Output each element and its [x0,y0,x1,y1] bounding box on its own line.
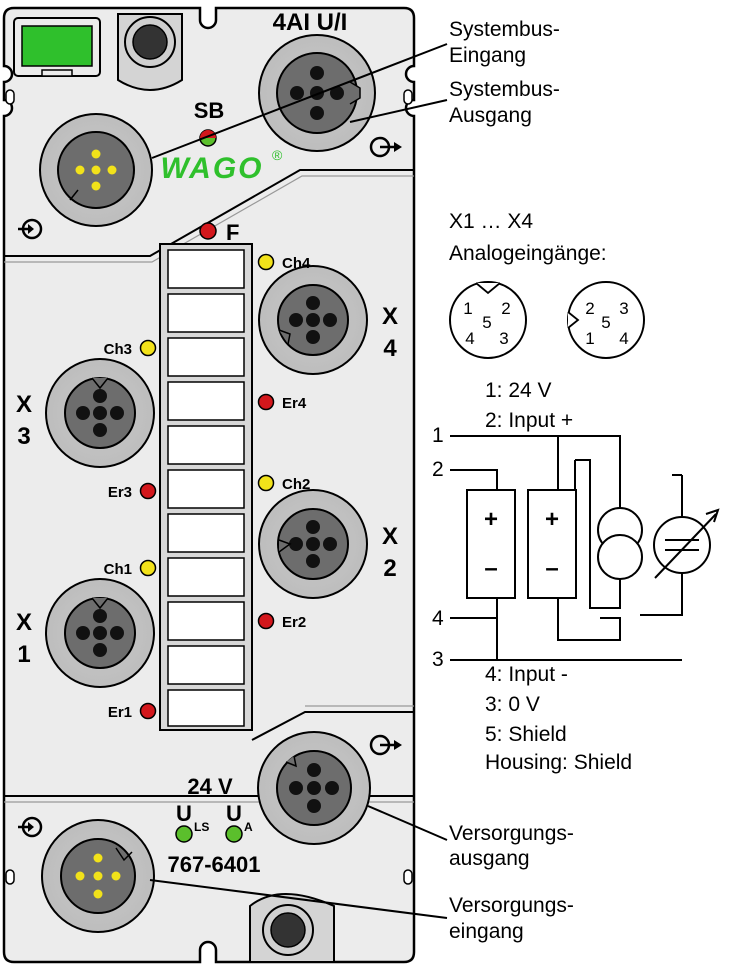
part-number: 767-6401 [168,852,261,877]
ch3-led [139,339,157,357]
x3-number: 3 [17,423,30,450]
supply-out-line2: ausgang [449,847,530,870]
er3-led [139,482,157,500]
x1-connector [45,578,155,688]
registered-mark: ® [272,147,283,163]
male-pin-3: 3 [619,299,628,318]
legend-pin1: 1: 24 V [485,379,552,402]
supply-in-line1: Versorgungs- [449,894,574,917]
er2-led [257,612,275,630]
legend-pin2: 2: Input + [485,409,573,432]
ch4-label: Ch4 [282,255,311,272]
input-box-1: + – [466,489,516,599]
x3-connector [45,358,155,468]
supply-voltage: 24 V [187,774,233,799]
label-plate [13,17,101,77]
legend-housing: Housing: Shield [485,751,632,774]
er2-label: Er2 [282,614,306,631]
supply-input-connector [41,819,155,933]
ua-label: U [226,801,242,826]
wire-number-1: 1 [432,424,444,447]
supply-output-connector [257,731,371,845]
sb-label: SB [194,98,225,123]
pinout-heading-2: Analogeingänge: [449,242,607,265]
x2-number: 2 [383,555,396,582]
female-pin-1: 1 [463,299,472,318]
er1-led [139,702,157,720]
uls-led [175,825,193,843]
supply-out-line1: Versorgungs- [449,822,574,845]
x1-number: 1 [17,641,30,668]
input-box-2-minus: – [545,555,558,582]
input-box-2: + – [527,489,577,599]
legend-pin4: 4: Input - [485,663,568,686]
x1-letter: X [16,609,32,636]
sysbus-in-line2: Eingang [449,44,526,67]
fault-led [199,222,217,240]
ch3-label: Ch3 [104,341,132,358]
x4-connector [258,265,368,375]
x3-letter: X [16,391,32,418]
ch2-label: Ch2 [282,476,310,493]
wago-logo: WAGO ® [161,147,284,185]
male-pinout-diagram: 2 3 5 1 4 [567,281,645,359]
systembus-input-connector [39,113,153,227]
legend-pin5: 5: Shield [485,723,567,746]
module-title: 4AI U/I [273,9,348,36]
callout-lines [149,43,448,919]
sysbus-out-line1: Systembus- [449,78,560,101]
pinout-heading-1: X1 … X4 [449,210,533,233]
female-pin-3: 3 [499,329,508,348]
current-source-icon [597,507,643,580]
male-pin-4: 4 [619,329,628,348]
systembus-output-connector [258,34,376,152]
output-symbol-icon-2 [369,734,402,756]
ch2-led [257,474,275,492]
bottom-mounting-screw [249,893,335,963]
ch1-label: Ch1 [104,561,132,578]
supply-in-line2: eingang [449,920,524,943]
x4-number: 4 [383,335,397,362]
wiring-schematic [450,435,683,661]
wago-logo-text: WAGO [161,152,264,185]
ua-subscript: A [244,820,253,834]
input-box-2-plus: + [545,506,559,533]
transducer-icon [653,508,720,579]
ch1-led [139,559,157,577]
wire-number-2: 2 [432,458,444,481]
wire-number-4: 4 [432,607,444,630]
er4-label: Er4 [282,395,307,412]
er1-label: Er1 [108,704,132,721]
female-pin-4: 4 [465,329,474,348]
male-pin-5: 5 [601,313,610,332]
uls-label: U [176,801,192,826]
uls-subscript: LS [194,820,209,834]
wire-number-3: 3 [432,648,444,671]
input-box-1-minus: – [484,555,497,582]
fault-label: F [226,220,239,245]
sysbus-out-line2: Ausgang [449,104,532,127]
input-symbol-icon-2 [18,816,43,838]
x2-letter: X [382,523,398,550]
x4-letter: X [382,303,398,330]
male-pin-2: 2 [585,299,594,318]
er3-label: Er3 [108,484,132,501]
marker-strip [159,243,253,731]
female-pinout-diagram: 1 2 5 4 3 [449,281,527,359]
male-pin-1: 1 [585,329,594,348]
input-box-1-plus: + [484,506,498,533]
female-pin-5: 5 [482,313,491,332]
ch4-led [257,253,275,271]
x2-connector [258,489,368,599]
output-symbol-icon [369,136,402,158]
legend-pin3: 3: 0 V [485,693,540,716]
female-pin-2: 2 [501,299,510,318]
input-symbol-icon [18,218,43,240]
top-mounting-screw [117,13,183,91]
er4-led [257,393,275,411]
ua-led [225,825,243,843]
sysbus-in-line1: Systembus- [449,18,560,41]
